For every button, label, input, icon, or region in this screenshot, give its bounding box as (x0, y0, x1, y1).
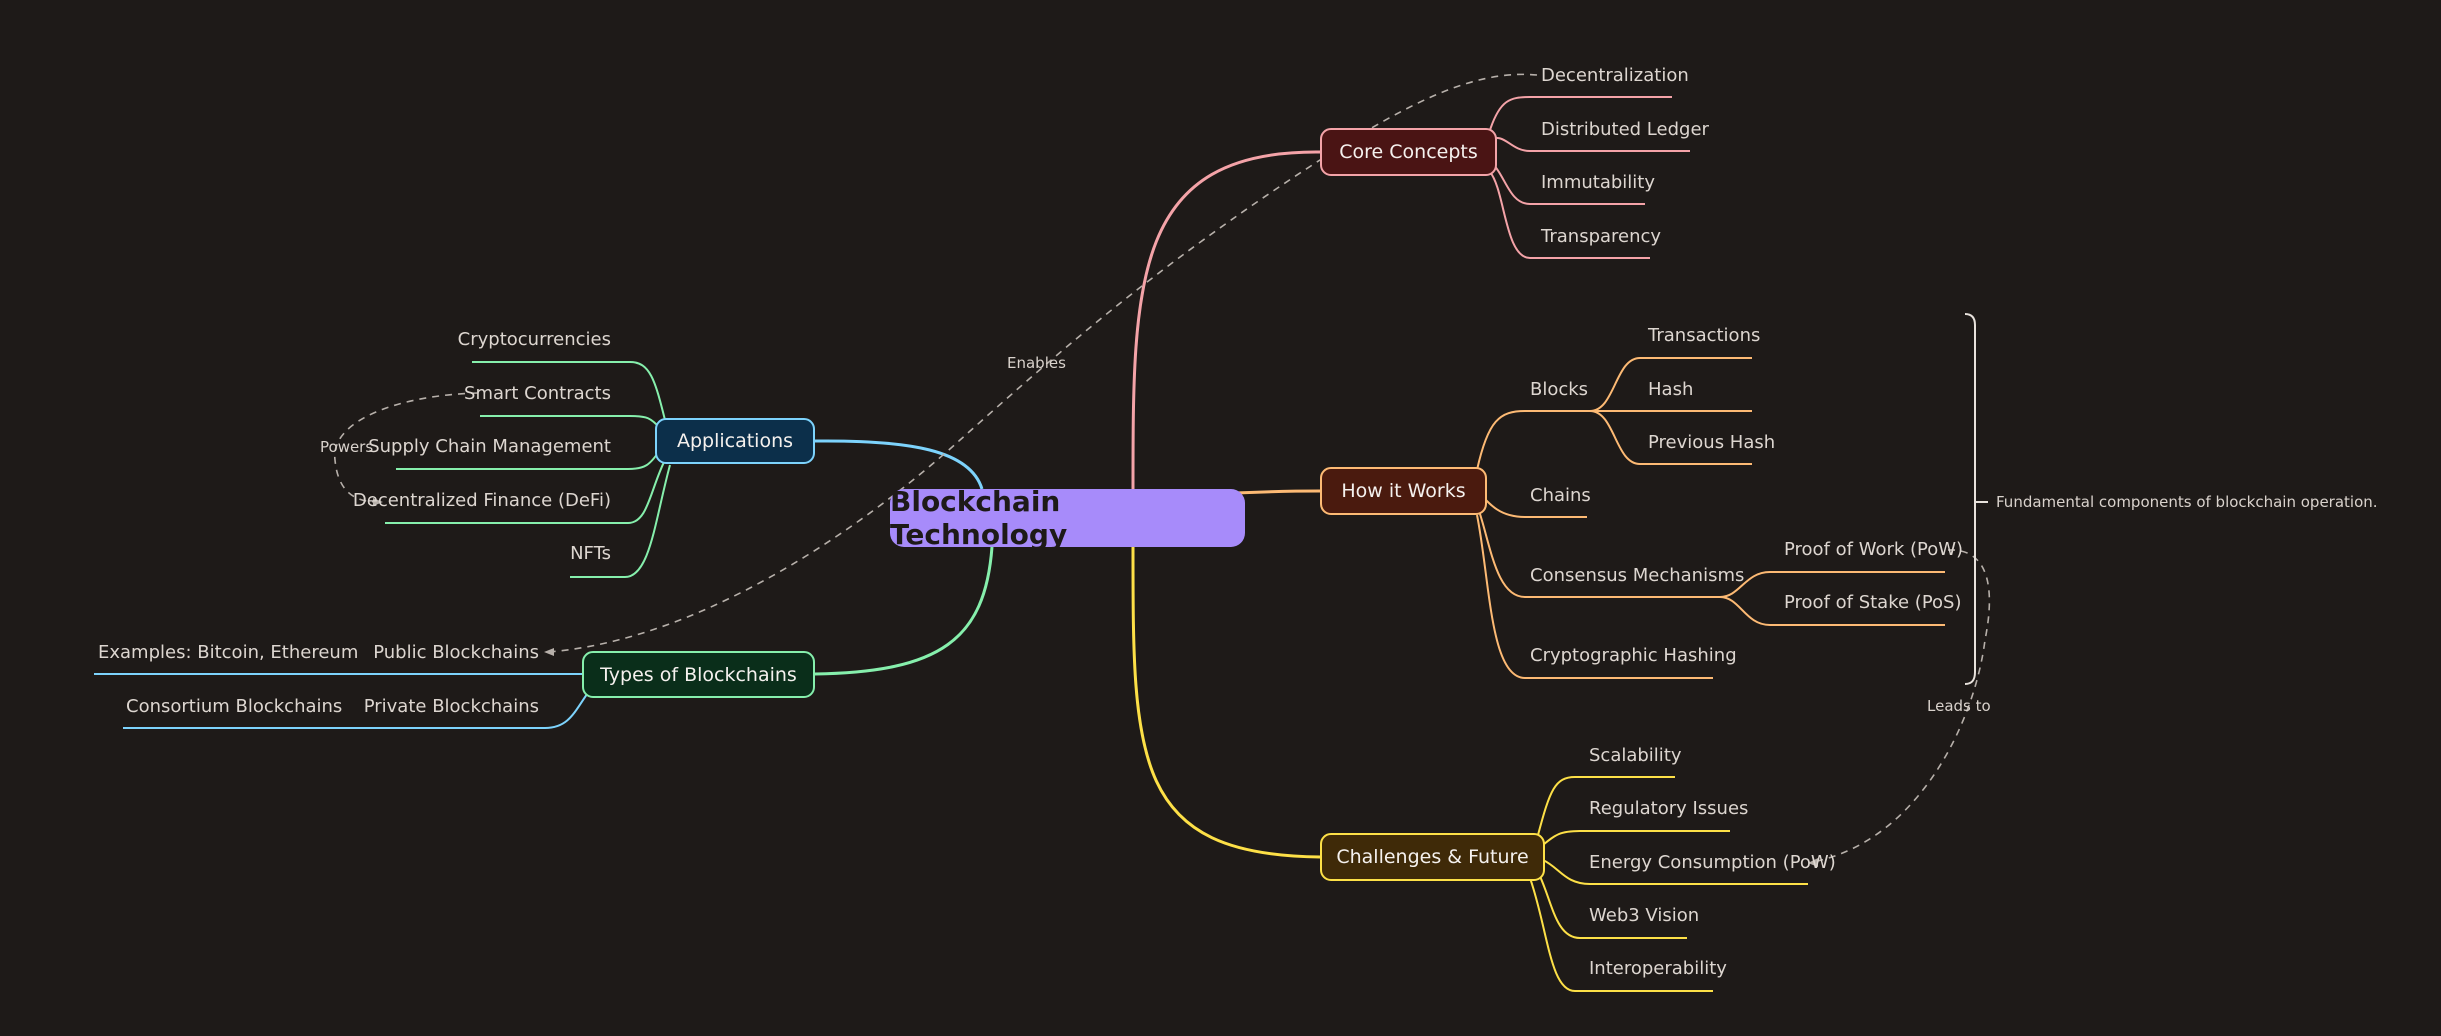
branch-challenges-future[interactable]: Challenges & Future (1320, 833, 1545, 881)
leaf-decentralization[interactable]: Decentralization (1541, 65, 1689, 86)
root-node[interactable]: Blockchain Technology (890, 485, 1245, 551)
leaf-cryptographic-hashing[interactable]: Cryptographic Hashing (1530, 645, 1737, 666)
leaf-consortium-blockchains[interactable]: Consortium Blockchains (126, 696, 343, 717)
leaf-energy-consumption[interactable]: Energy Consumption (PoW) (1589, 852, 1836, 873)
leaf-transactions[interactable]: Transactions (1648, 325, 1761, 346)
leaf-chains[interactable]: Chains (1530, 485, 1591, 506)
leaf-defi[interactable]: Decentralized Finance (DeFi) (352, 490, 611, 511)
branch-core-concepts[interactable]: Core Concepts (1320, 128, 1497, 176)
leaf-proof-of-stake[interactable]: Proof of Stake (PoS) (1784, 592, 1962, 613)
edge-root-core (1131, 150, 1321, 490)
label-enables: Enables (1007, 354, 1066, 372)
leaf-web3-vision[interactable]: Web3 Vision (1589, 905, 1700, 926)
leaf-transparency[interactable]: Transparency (1541, 226, 1662, 247)
dashed-links (334, 73, 1991, 863)
leaf-supply-chain-management[interactable]: Supply Chain Management (368, 436, 611, 457)
how-edges (1476, 357, 1945, 679)
edge-root-how (1234, 489, 1321, 495)
leaf-distributed-ledger[interactable]: Distributed Ledger (1541, 119, 1709, 140)
leaf-scalability[interactable]: Scalability (1589, 745, 1682, 766)
edge-root-challenges (1131, 546, 1321, 859)
leaf-immutability[interactable]: Immutability (1541, 172, 1656, 193)
leaf-regulatory-issues[interactable]: Regulatory Issues (1589, 798, 1749, 819)
arrowheads (373, 498, 1818, 867)
label-summary: Fundamental components of blockchain ope… (1996, 493, 2378, 511)
leaf-previous-hash[interactable]: Previous Hash (1648, 432, 1776, 453)
edge-root-types (814, 546, 994, 676)
leaf-public-blockchains[interactable]: Public Blockchains (373, 642, 539, 663)
branch-applications[interactable]: Applications (655, 418, 815, 464)
branch-how-it-works[interactable]: How it Works (1320, 467, 1487, 515)
edge-root-apps (814, 439, 984, 490)
challenges-edges (1529, 776, 1808, 992)
label-powers: Powers (320, 438, 374, 456)
label-leads-to: Leads to (1927, 697, 1991, 715)
leaf-blocks[interactable]: Blocks (1530, 379, 1589, 400)
leaf-hash[interactable]: Hash (1648, 379, 1694, 400)
leaf-nfts[interactable]: NFTs (570, 543, 611, 564)
leaf-proof-of-work[interactable]: Proof of Work (PoW) (1784, 539, 1964, 560)
leaf-cryptocurrencies[interactable]: Cryptocurrencies (457, 329, 611, 350)
leaf-smart-contracts[interactable]: Smart Contracts (464, 383, 611, 404)
leaf-interoperability[interactable]: Interoperability (1589, 958, 1727, 979)
leaf-consensus-mechanisms[interactable]: Consensus Mechanisms (1530, 565, 1745, 586)
leaf-examples-bitcoin-ethereum[interactable]: Examples: Bitcoin, Ethereum (98, 642, 359, 663)
types-edges (94, 673, 591, 729)
leaf-private-blockchains[interactable]: Private Blockchains (363, 696, 539, 717)
branch-types-of-blockchains[interactable]: Types of Blockchains (582, 651, 815, 698)
